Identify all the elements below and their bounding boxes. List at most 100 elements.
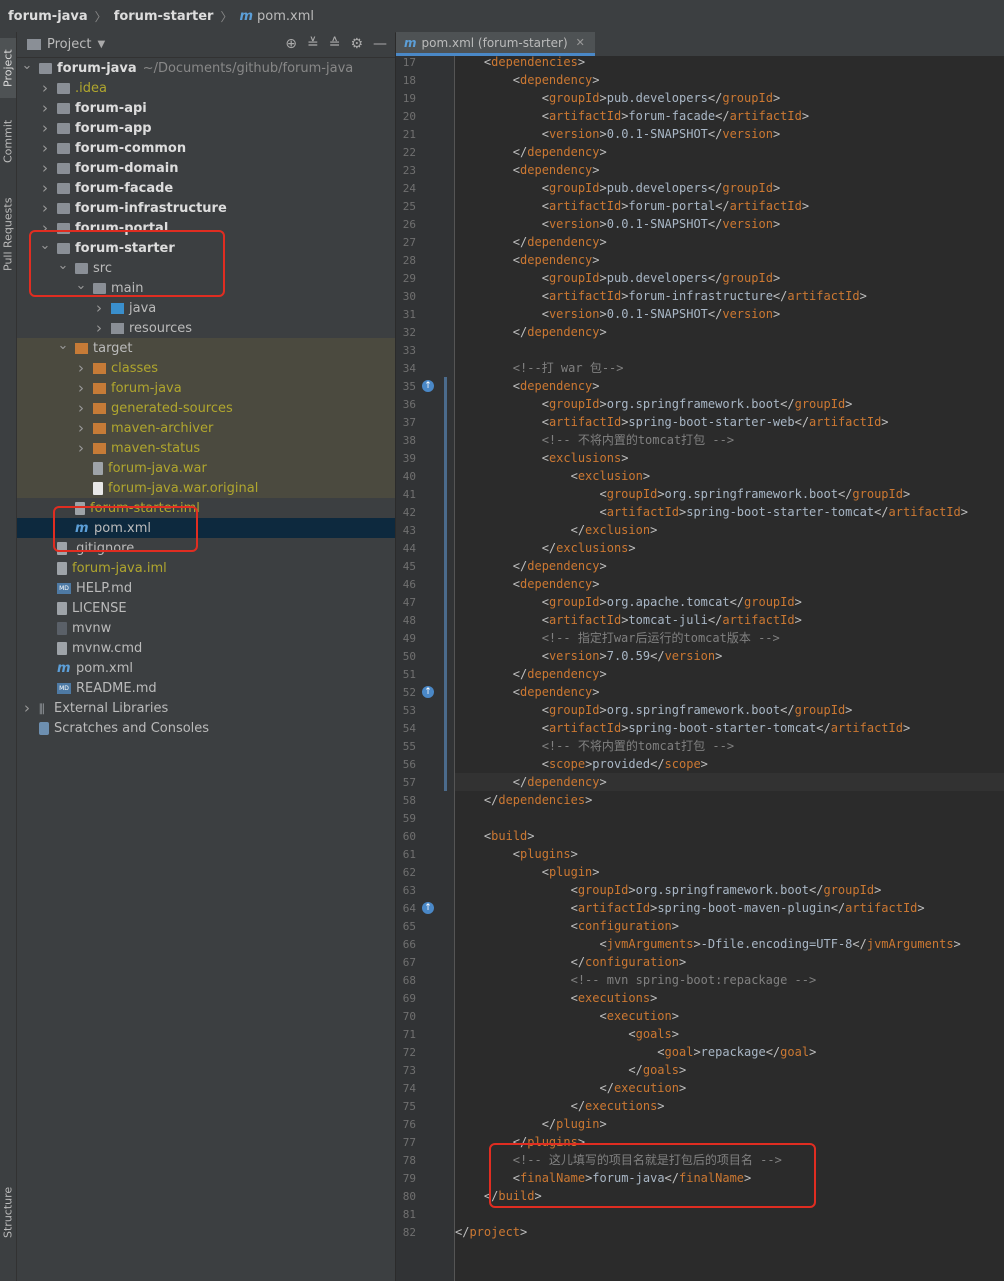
code-line[interactable]: <artifactId>forum-facade</artifactId>: [541, 109, 810, 123]
tree-row[interactable]: mvnw: [17, 618, 395, 638]
code-line[interactable]: </goals>: [628, 1063, 687, 1077]
chevron-down-icon[interactable]: ⌄: [57, 337, 69, 353]
tree-row[interactable]: ›forum-facade: [17, 178, 395, 198]
code-line[interactable]: </dependency>: [455, 773, 1004, 791]
code-line[interactable]: <artifactId>forum-infrastructure</artifa…: [541, 289, 867, 303]
code-line[interactable]: <plugin>: [541, 865, 600, 879]
tree-row[interactable]: mvnw.cmd: [17, 638, 395, 658]
code-line[interactable]: <goal>repackage</goal>: [657, 1045, 817, 1059]
code-line[interactable]: <!-- mvn spring-boot:repackage -->: [455, 973, 817, 987]
vcs-change-marker[interactable]: [444, 377, 447, 791]
code-line[interactable]: <groupId>org.springframework.boot</group…: [570, 883, 882, 897]
code-line[interactable]: <configuration>: [570, 919, 679, 933]
code-line[interactable]: </dependencies>: [483, 793, 593, 807]
code-line[interactable]: <!-- 这儿填写的项目名就是打包后的项目名 -->: [455, 1153, 782, 1167]
code-line[interactable]: </exclusion>: [570, 523, 658, 537]
tree-row[interactable]: ⌄src: [17, 258, 395, 278]
chevron-right-icon[interactable]: ›: [42, 219, 48, 237]
chevron-down-icon[interactable]: ⌄: [39, 237, 51, 253]
code-line[interactable]: <!-- 指定打war后运行的tomcat版本 -->: [455, 631, 780, 645]
tree-row[interactable]: ›forum-api: [17, 98, 395, 118]
code-line[interactable]: </configuration>: [570, 955, 687, 969]
chevron-right-icon[interactable]: ›: [78, 439, 84, 457]
chevron-right-icon[interactable]: ›: [24, 699, 30, 717]
code-line[interactable]: <plugins>: [512, 847, 578, 861]
locate-icon[interactable]: ⊕: [285, 36, 297, 52]
code-line[interactable]: <dependency>: [512, 379, 600, 393]
chevron-right-icon[interactable]: ›: [78, 379, 84, 397]
chevron-right-icon[interactable]: ›: [42, 179, 48, 197]
tree-row[interactable]: Scratches and Consoles: [17, 718, 395, 738]
tree-row[interactable]: ›forum-infrastructure: [17, 198, 395, 218]
breadcrumb-file[interactable]: m pom.xml: [239, 8, 315, 24]
code-line[interactable]: <exclusion>: [570, 469, 651, 483]
expand-all-icon[interactable]: ≚: [306, 36, 319, 52]
tree-row[interactable]: ›maven-status: [17, 438, 395, 458]
code-line[interactable]: </executions>: [570, 1099, 665, 1113]
code-line[interactable]: </dependency>: [512, 559, 607, 573]
chevron-right-icon[interactable]: ›: [42, 199, 48, 217]
code-line[interactable]: <version>0.0.1-SNAPSHOT</version>: [541, 217, 781, 231]
tree-row[interactable]: ›forum-domain: [17, 158, 395, 178]
code-line[interactable]: <build>: [483, 829, 535, 843]
tree-row[interactable]: ⌄forum-starter: [17, 238, 395, 258]
code-line[interactable]: <dependency>: [512, 685, 600, 699]
code-line[interactable]: </dependency>: [512, 235, 607, 249]
code-line[interactable]: <dependency>: [512, 577, 600, 591]
code-line[interactable]: </build>: [483, 1189, 542, 1203]
code-line[interactable]: <!--打 war 包-->: [455, 361, 624, 375]
code-line[interactable]: <!-- 不将内置的tomcat打包 -->: [455, 433, 735, 447]
chevron-right-icon[interactable]: ›: [42, 159, 48, 177]
chevron-down-icon[interactable]: ⌄: [21, 57, 33, 73]
tree-row[interactable]: ›resources: [17, 318, 395, 338]
code-line[interactable]: <version>0.0.1-SNAPSHOT</version>: [541, 127, 781, 141]
breadcrumb-module[interactable]: forum-starter: [113, 8, 214, 24]
chevron-right-icon[interactable]: ›: [96, 319, 102, 337]
override-marker-icon[interactable]: ↑: [422, 902, 434, 914]
code-line[interactable]: </dependency>: [512, 145, 607, 159]
code-line[interactable]: <groupId>pub.developers</groupId>: [541, 271, 781, 285]
tree-row[interactable]: ›⫼External Libraries: [17, 698, 395, 718]
tree-row[interactable]: ›generated-sources: [17, 398, 395, 418]
tree-row[interactable]: ⌄main: [17, 278, 395, 298]
code-line[interactable]: <artifactId>spring-boot-starter-tomcat</…: [599, 505, 969, 519]
code-line[interactable]: </exclusions>: [541, 541, 636, 555]
chevron-right-icon[interactable]: ›: [78, 419, 84, 437]
tree-row[interactable]: ›maven-archiver: [17, 418, 395, 438]
code-line[interactable]: <groupId>pub.developers</groupId>: [541, 91, 781, 105]
code-line[interactable]: <exclusions>: [541, 451, 629, 465]
code-line[interactable]: <artifactId>spring-boot-maven-plugin</ar…: [570, 901, 925, 915]
code-line[interactable]: <scope>provided</scope>: [541, 757, 708, 771]
code-line[interactable]: <groupId>org.springframework.boot</group…: [599, 487, 911, 501]
breadcrumb-root[interactable]: forum-java: [8, 8, 88, 24]
tree-row[interactable]: forum-java.war.original: [17, 478, 395, 498]
override-marker-icon[interactable]: ↑: [422, 380, 434, 392]
chevron-right-icon[interactable]: ›: [78, 399, 84, 417]
tree-row[interactable]: ⌄target: [17, 338, 395, 358]
project-tool-tab[interactable]: Project: [0, 38, 16, 98]
code-line[interactable]: </project>: [455, 1225, 528, 1239]
tree-row[interactable]: ›forum-portal: [17, 218, 395, 238]
chevron-right-icon[interactable]: ›: [96, 299, 102, 317]
code-line[interactable]: <dependencies>: [483, 56, 586, 69]
tree-row[interactable]: forum-java.iml: [17, 558, 395, 578]
tree-row[interactable]: forum-starter.iml: [17, 498, 395, 518]
chevron-right-icon[interactable]: ›: [42, 139, 48, 157]
code-line[interactable]: <finalName>forum-java</finalName>: [512, 1171, 752, 1185]
pull-requests-tool-tab[interactable]: Pull Requests: [1, 197, 15, 271]
dropdown-icon[interactable]: ▼: [97, 39, 106, 50]
tree-row[interactable]: ›java: [17, 298, 395, 318]
tree-row[interactable]: LICENSE: [17, 598, 395, 618]
tree-row[interactable]: ›forum-java: [17, 378, 395, 398]
code-line[interactable]: <artifactId>tomcat-juli</artifactId>: [541, 613, 802, 627]
code-line[interactable]: </dependency>: [512, 325, 607, 339]
chevron-right-icon[interactable]: ›: [42, 119, 48, 137]
tree-row[interactable]: .gitignore: [17, 538, 395, 558]
code-line[interactable]: <version>0.0.1-SNAPSHOT</version>: [541, 307, 781, 321]
tree-row[interactable]: ›forum-app: [17, 118, 395, 138]
code-line[interactable]: <goals>: [628, 1027, 679, 1041]
code-line[interactable]: <dependency>: [512, 73, 600, 87]
code-line[interactable]: <groupId>pub.developers</groupId>: [541, 181, 781, 195]
